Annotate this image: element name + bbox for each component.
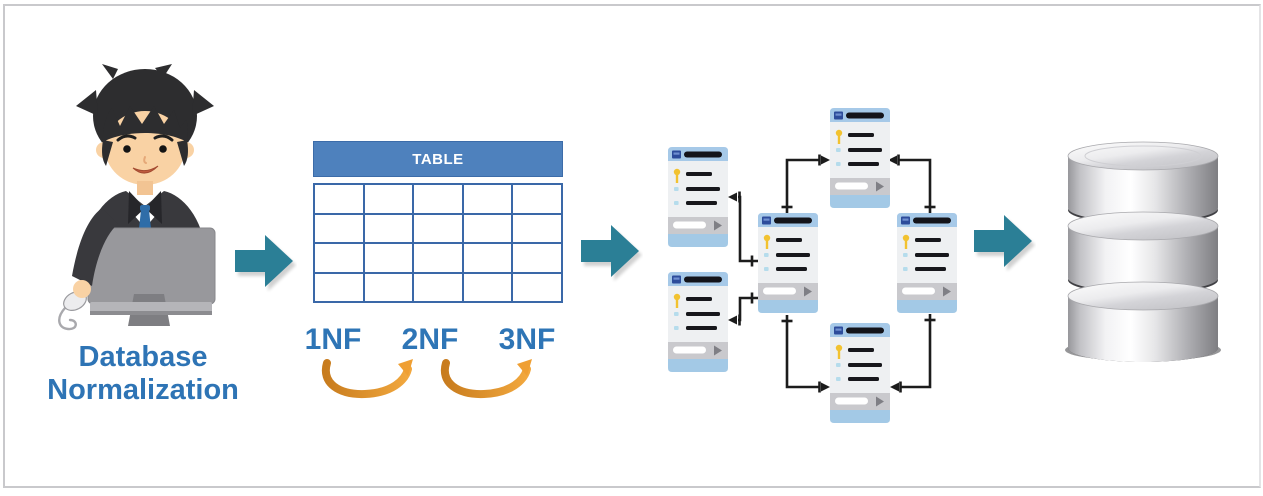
table-cell	[513, 273, 561, 301]
entity-card	[830, 323, 890, 423]
table-cell	[414, 214, 462, 242]
curve-arrow-2nf-3nf-icon	[440, 359, 532, 399]
flow-arrow-icon	[235, 235, 296, 291]
table-cell	[364, 185, 413, 213]
mouse-cable	[58, 306, 77, 331]
entity-card	[830, 108, 890, 208]
table-header-label: TABLE	[412, 150, 464, 168]
caption-line-2: Normalization	[47, 374, 239, 407]
entity-card	[897, 213, 957, 313]
caption: Database Normalization	[28, 341, 258, 407]
table-cell	[513, 185, 561, 213]
table-cell	[315, 273, 363, 301]
table-cell	[315, 244, 363, 272]
flow-arrow-icon	[974, 215, 1035, 271]
table-cell	[364, 244, 413, 272]
table-cell	[364, 273, 413, 301]
table-cell	[513, 244, 561, 272]
entity-card	[668, 272, 728, 372]
table-cell	[414, 244, 462, 272]
nf-label-3: 3NF	[498, 323, 556, 356]
table-cell	[315, 214, 363, 242]
table-cell	[364, 214, 413, 242]
entity-card	[668, 147, 728, 247]
curve-arrow-1nf-2nf-icon	[321, 359, 413, 399]
flow-arrow-icon	[581, 225, 642, 281]
caption-line-1: Database	[78, 341, 208, 373]
database-icon	[1065, 141, 1221, 362]
table-cell	[463, 244, 512, 272]
connector-arrowheads	[728, 155, 899, 392]
er-diagram	[668, 108, 957, 423]
table-cell	[513, 214, 561, 242]
person-at-computer-illustration	[58, 64, 216, 331]
table-cell	[463, 185, 512, 213]
entity-card	[758, 213, 818, 313]
monitor-icon	[87, 227, 216, 326]
table-grid	[313, 183, 563, 303]
table-header: TABLE	[313, 141, 563, 177]
table-cell	[414, 273, 462, 301]
table-cell	[315, 185, 363, 213]
nf-label-2: 2NF	[401, 323, 459, 356]
table-cell	[463, 214, 512, 242]
entity-connectors	[738, 154, 936, 393]
hand-with-mouse	[58, 208, 118, 331]
table-cell	[414, 185, 462, 213]
table-cell	[463, 273, 512, 301]
nf-label-1: 1NF	[304, 323, 362, 356]
